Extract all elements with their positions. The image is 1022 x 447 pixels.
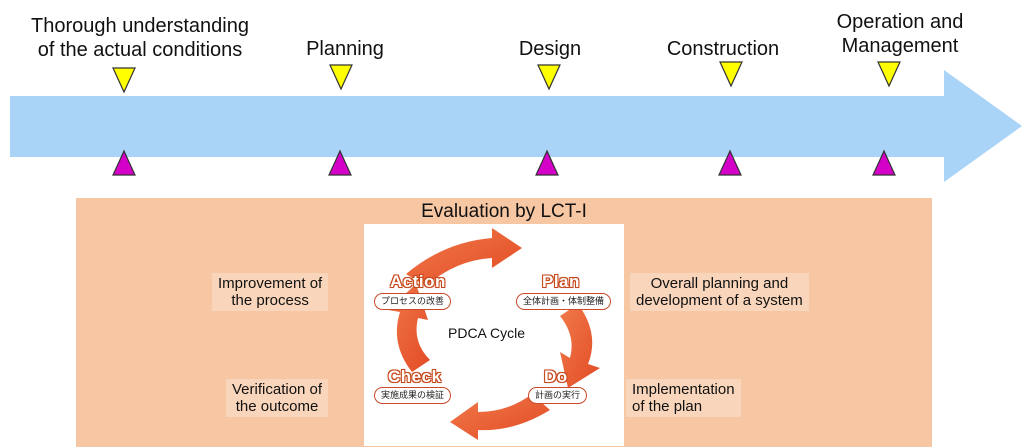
- up-marker-3: [535, 149, 559, 176]
- pdca-cycle: Action プロセスの改善 Plan 全体計画・体制整備 PDCA Cycle…: [364, 224, 624, 446]
- cycle-center-label: PDCA Cycle: [448, 325, 526, 341]
- phase-label-planning: Planning: [306, 38, 384, 60]
- label-verification: Verification of the outcome: [226, 379, 329, 417]
- down-marker-1: [112, 67, 136, 94]
- label-implementation: Implementation of the plan: [626, 379, 741, 417]
- step-plan-title: Plan: [542, 272, 580, 291]
- cycle-arrow-top: [406, 228, 522, 286]
- step-action-title: Action: [390, 272, 446, 291]
- up-marker-4: [718, 149, 742, 176]
- phase-label-construction: Construction: [666, 38, 780, 60]
- up-marker-2: [328, 149, 352, 176]
- phase-label-design: Design: [518, 38, 582, 60]
- step-check-title: Check: [388, 367, 442, 386]
- cycle-arrow-bottom: [450, 394, 550, 440]
- down-marker-5: [877, 61, 901, 88]
- up-marker-1: [112, 149, 136, 176]
- step-plan-sub: 全体計画・体制整備: [516, 293, 612, 310]
- phase-label-understanding: Thorough understanding of the actual con…: [31, 15, 249, 61]
- step-do-sub: 計画の実行: [528, 387, 588, 404]
- up-marker-5: [872, 149, 896, 176]
- down-marker-3: [537, 64, 561, 91]
- step-check-sub: 実施成果の検証: [374, 387, 452, 404]
- label-overall-planning: Overall planning and development of a sy…: [630, 273, 809, 311]
- down-marker-4: [719, 61, 743, 88]
- timeline-arrow: [10, 70, 1022, 182]
- step-do-title: Do: [544, 367, 568, 386]
- phase-label-operation: Operation and Management: [836, 11, 964, 57]
- down-marker-2: [329, 64, 353, 91]
- cycle-arrow-right: [560, 304, 600, 388]
- step-action-sub: プロセスの改善: [374, 293, 452, 310]
- panel-title: Evaluation by LCT-I: [421, 201, 587, 222]
- label-improvement: Improvement of the process: [212, 273, 329, 311]
